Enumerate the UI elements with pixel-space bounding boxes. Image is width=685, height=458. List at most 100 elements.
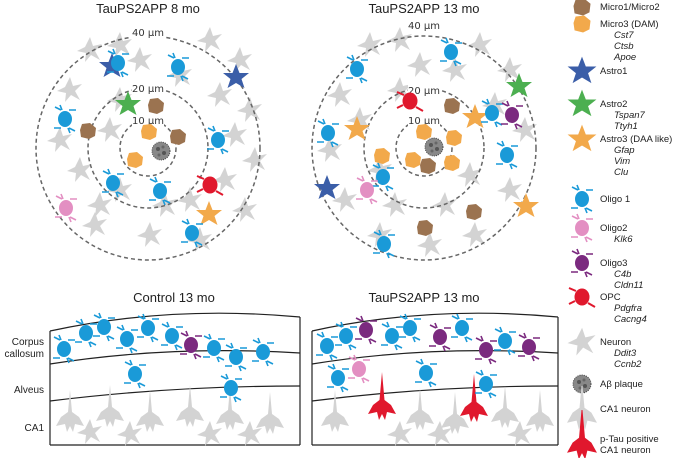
- abeta-plaque-icon: [151, 141, 171, 161]
- panel-title-bottom-left: Control 13 mo: [133, 290, 215, 305]
- abeta-plaque-icon: [424, 137, 444, 157]
- legend-gene: Apoe: [613, 52, 636, 63]
- oligo1-icon: [52, 334, 76, 364]
- panel-title-top-left: TauPS2APP 8 mo: [96, 1, 200, 16]
- oligo3-icon: [500, 100, 524, 130]
- legend-item: Micro1/Micro2: [573, 0, 660, 16]
- panel-bottom-right: TauPS2APP 13 mo: [311, 290, 559, 446]
- legend-gene: Ccnb2: [614, 359, 642, 370]
- astro1-icon: [314, 175, 340, 199]
- micro3-icon: [573, 15, 591, 33]
- oligo3-icon: [570, 248, 594, 278]
- ring-20um: [363, 87, 485, 209]
- oligo1-icon: [219, 373, 243, 403]
- oligo1-icon: [224, 342, 248, 372]
- region-label-ca1: CA1: [25, 423, 45, 434]
- oligo1-icon: [570, 184, 594, 214]
- legend-label: Micro3 (DAM): [600, 19, 659, 30]
- ring-label-20: 20 μm: [408, 86, 440, 97]
- oligo1-icon: [315, 331, 339, 361]
- oligo1-icon: [380, 321, 404, 351]
- legend-item: CA1 neuron: [567, 385, 651, 429]
- legend-gene: Ddit3: [614, 348, 637, 359]
- legend-label: Aβ plaque: [600, 379, 643, 390]
- legend-gene: Gfap: [614, 145, 635, 156]
- ring-label-10: 10 μm: [132, 116, 164, 127]
- oligo1-icon: [450, 313, 474, 343]
- oligo1-icon: [474, 369, 498, 399]
- astro1-icon: [223, 64, 249, 88]
- astro2-icon: [568, 90, 596, 116]
- ring-10um: [119, 119, 177, 177]
- legend-label: Astro1: [600, 66, 627, 77]
- micro12-icon: [80, 123, 96, 139]
- ring-10um: [395, 119, 453, 177]
- oligo1-icon: [92, 312, 116, 342]
- astro1-icon: [568, 57, 596, 83]
- oligo2-icon: [347, 354, 371, 384]
- panel-bottom-left: Control 13 mo Corpus callosum Alveus CA1: [5, 290, 301, 446]
- legend-item: Aβ plaque: [572, 374, 643, 394]
- legend-label: Oligo3: [600, 258, 627, 269]
- legend-label: Oligo 1: [600, 194, 630, 205]
- micro3-icon: [444, 155, 460, 171]
- legend-label: OPC: [600, 292, 621, 303]
- neuron-field: [47, 27, 267, 252]
- oligo3-icon: [474, 335, 498, 365]
- ring-label-20: 20 μm: [132, 84, 164, 95]
- micro12-icon: [466, 204, 482, 220]
- legend-gene: Klk6: [614, 234, 633, 245]
- oligo1-icon: [123, 359, 147, 389]
- oligo2-icon: [355, 175, 379, 205]
- legend-label: Micro1/Micro2: [600, 2, 660, 13]
- legend-gene: Clu: [614, 167, 629, 178]
- ptau-neuron-icon: [368, 372, 396, 420]
- oligo1-icon: [115, 324, 139, 354]
- oligo2-icon: [54, 193, 78, 223]
- legend-gene: Tspan7: [614, 110, 646, 121]
- oligo1-icon: [160, 321, 184, 351]
- oligo1-icon: [136, 313, 160, 343]
- panel-top-right: TauPS2APP 13 mo 40 μm 20 μm 10 μm: [311, 1, 539, 261]
- micro3-icon: [446, 130, 462, 146]
- oligo3-icon: [428, 322, 452, 352]
- panel-title-bottom-right: TauPS2APP 13 mo: [368, 290, 479, 305]
- micro3-icon: [405, 152, 421, 168]
- legend-gene: Pdgfra: [614, 303, 642, 314]
- micro3-icon: [127, 152, 143, 168]
- legend-gene: Vim: [614, 156, 630, 167]
- legend-gene: Ttyh1: [614, 121, 638, 132]
- ring-label-40: 40 μm: [132, 28, 164, 39]
- astro3-icon: [196, 201, 222, 225]
- legend-item: Oligo 1: [570, 184, 630, 214]
- micro3-icon: [374, 148, 390, 164]
- micro12-icon: [417, 220, 433, 236]
- astro3-icon: [568, 125, 596, 151]
- micro12-icon: [170, 129, 186, 145]
- ring-40um: [311, 35, 537, 261]
- oligo3-icon: [179, 330, 203, 360]
- panel-top-left: TauPS2APP 8 mo 40 μm 20 μm 10 μm: [35, 1, 267, 261]
- legend-label: Astro2: [600, 99, 627, 110]
- astro3-icon: [462, 104, 488, 128]
- oligo1-icon: [206, 125, 230, 155]
- ring-label-10: 10 μm: [408, 116, 440, 127]
- ring-label-40: 40 μm: [408, 21, 440, 32]
- micro12-icon: [573, 0, 591, 16]
- legend-label: Oligo2: [600, 223, 627, 234]
- oligo1-icon: [495, 140, 519, 170]
- legend-gene: Cst7: [614, 30, 634, 41]
- region-label-alveus: Alveus: [14, 385, 44, 396]
- micro12-icon: [420, 158, 436, 174]
- oligo1-icon: [53, 104, 77, 134]
- region-label-corpus-1: Corpus: [12, 337, 44, 348]
